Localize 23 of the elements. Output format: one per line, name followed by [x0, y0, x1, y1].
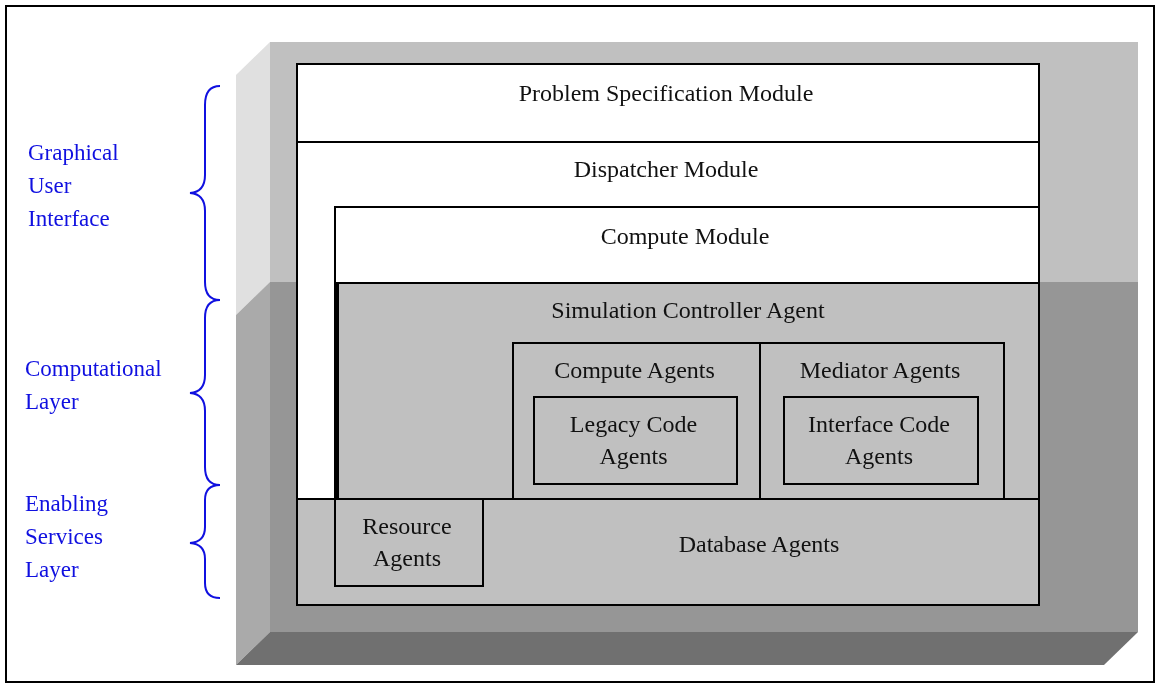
agent-box [783, 396, 979, 485]
module-box [296, 63, 1040, 143]
node-title: Mediator Agents [798, 356, 962, 385]
node-title: Database Agents [677, 530, 841, 559]
module-box [296, 141, 1040, 500]
node-title: Compute Module [599, 222, 771, 251]
agent-layer-box [334, 282, 1040, 500]
agent-box [334, 498, 484, 587]
node-title: Dispatcher Module [572, 155, 760, 184]
node-title: Interface Code Agents [807, 410, 951, 471]
node-title: Problem Specification Module [517, 79, 815, 108]
node-title: Simulation Controller Agent [550, 296, 826, 325]
layer-label: Graphical User Interface [28, 139, 120, 233]
agent-group-box [512, 342, 761, 500]
layer-label: Computational Layer [25, 355, 163, 416]
agent-box [533, 396, 738, 485]
node-title: Resource Agents [361, 512, 453, 573]
node-title: Compute Agents [553, 356, 716, 385]
node-title: Legacy Code Agents [568, 410, 699, 471]
module-box [334, 206, 1040, 284]
agent-group-box [759, 342, 1005, 500]
layer-label: Enabling Services Layer [25, 490, 110, 584]
database-layer-box [296, 498, 1040, 606]
